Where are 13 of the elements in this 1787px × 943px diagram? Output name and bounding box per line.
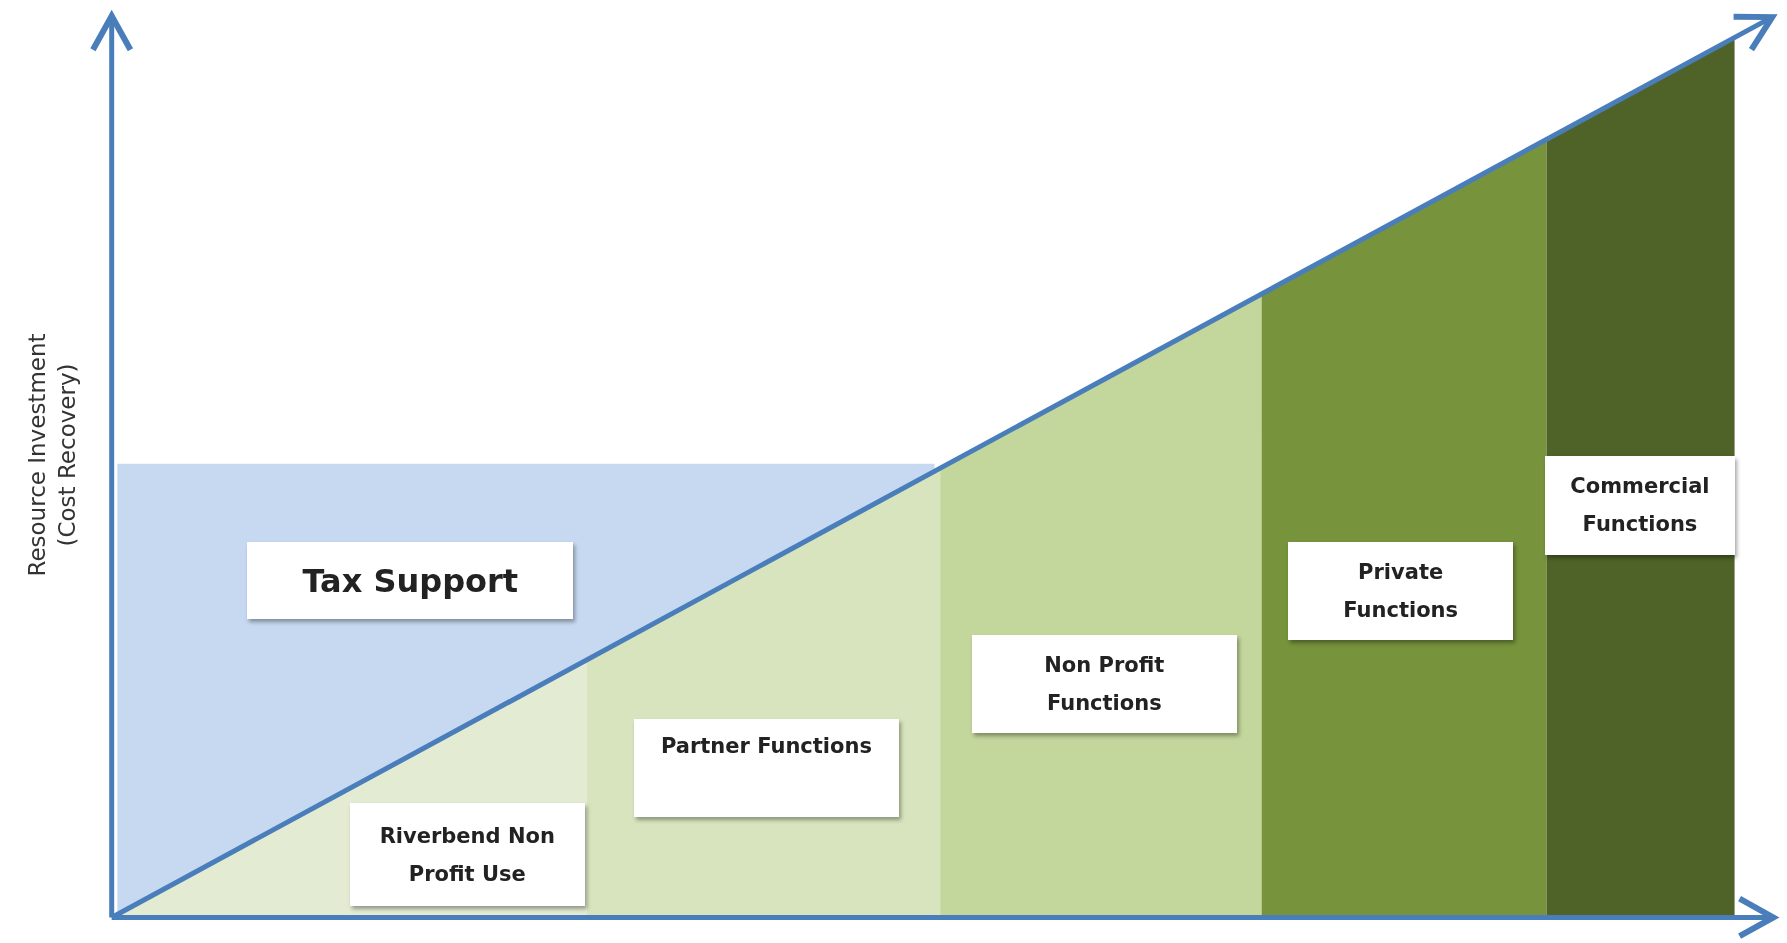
- box-label: Commercial Functions: [1569, 473, 1711, 539]
- label-box: [972, 634, 1237, 733]
- label-box: [349, 803, 585, 906]
- label-box: [1287, 542, 1514, 641]
- label-box: [633, 719, 900, 818]
- box-label: Partner Functions: [660, 733, 872, 761]
- axis-title: Resource Investment (Cost Recovery): [23, 332, 81, 579]
- box-label: Private Functions: [1342, 559, 1459, 625]
- label-box: [1545, 455, 1735, 555]
- box-label: Non Profit Functions: [1043, 651, 1166, 717]
- box-label: Riverbend Non Profit Use: [378, 822, 556, 888]
- label-box: [247, 542, 574, 619]
- box-label: Tax Support: [302, 561, 519, 600]
